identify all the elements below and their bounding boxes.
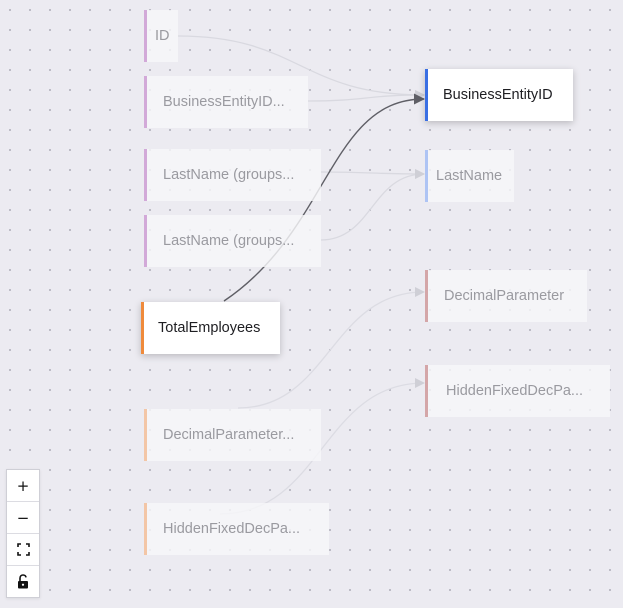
source-node-lastname-2[interactable]: LastName (groups... bbox=[144, 215, 321, 267]
edge-lastname1-to-lastname bbox=[320, 168, 425, 179]
source-node-totalemployees[interactable]: TotalEmployees bbox=[141, 302, 280, 354]
edge-businessentityid-to-businessentityid bbox=[307, 90, 425, 102]
zoom-in-button[interactable]: + bbox=[7, 470, 39, 502]
target-node-label: BusinessEntityID bbox=[443, 87, 553, 103]
fit-view-button[interactable] bbox=[7, 534, 39, 566]
source-node-label: TotalEmployees bbox=[158, 320, 261, 336]
source-node-decimalparameter[interactable]: DecimalParameter... bbox=[144, 409, 321, 461]
source-node-label: HiddenFixedDecPa... bbox=[163, 521, 301, 537]
zoom-out-icon: − bbox=[16, 508, 30, 527]
target-node-label: HiddenFixedDecPa... bbox=[446, 383, 584, 399]
source-node-hiddenfixeddecpa[interactable]: HiddenFixedDecPa... bbox=[144, 503, 329, 555]
source-node-businessentityid[interactable]: BusinessEntityID... bbox=[144, 76, 308, 128]
zoom-out-button[interactable]: − bbox=[7, 502, 39, 534]
flow-controls: + − bbox=[6, 469, 40, 598]
source-node-label: LastName (groups... bbox=[163, 233, 295, 249]
target-node-businessentityid[interactable]: BusinessEntityID bbox=[425, 69, 573, 121]
source-node-label: ID bbox=[155, 28, 170, 44]
edge-lastname2-to-lastname bbox=[320, 169, 425, 241]
fit-view-icon bbox=[16, 543, 30, 556]
source-node-lastname-1[interactable]: LastName (groups... bbox=[144, 149, 321, 201]
target-node-lastname[interactable]: LastName bbox=[425, 150, 514, 202]
zoom-in-icon: + bbox=[16, 476, 30, 495]
source-node-label: BusinessEntityID... bbox=[163, 94, 285, 110]
target-node-label: LastName bbox=[436, 168, 503, 184]
target-node-hiddenfixeddecpa[interactable]: HiddenFixedDecPa... bbox=[425, 365, 610, 417]
target-node-label: DecimalParameter bbox=[444, 288, 565, 304]
toggle-interactivity-button[interactable] bbox=[7, 566, 39, 597]
target-node-decimalparameter[interactable]: DecimalParameter bbox=[425, 270, 587, 322]
source-node-id[interactable]: ID bbox=[144, 10, 178, 62]
source-node-label: LastName (groups... bbox=[163, 167, 295, 183]
unlock-icon bbox=[18, 574, 28, 589]
source-node-label: DecimalParameter... bbox=[163, 427, 295, 443]
